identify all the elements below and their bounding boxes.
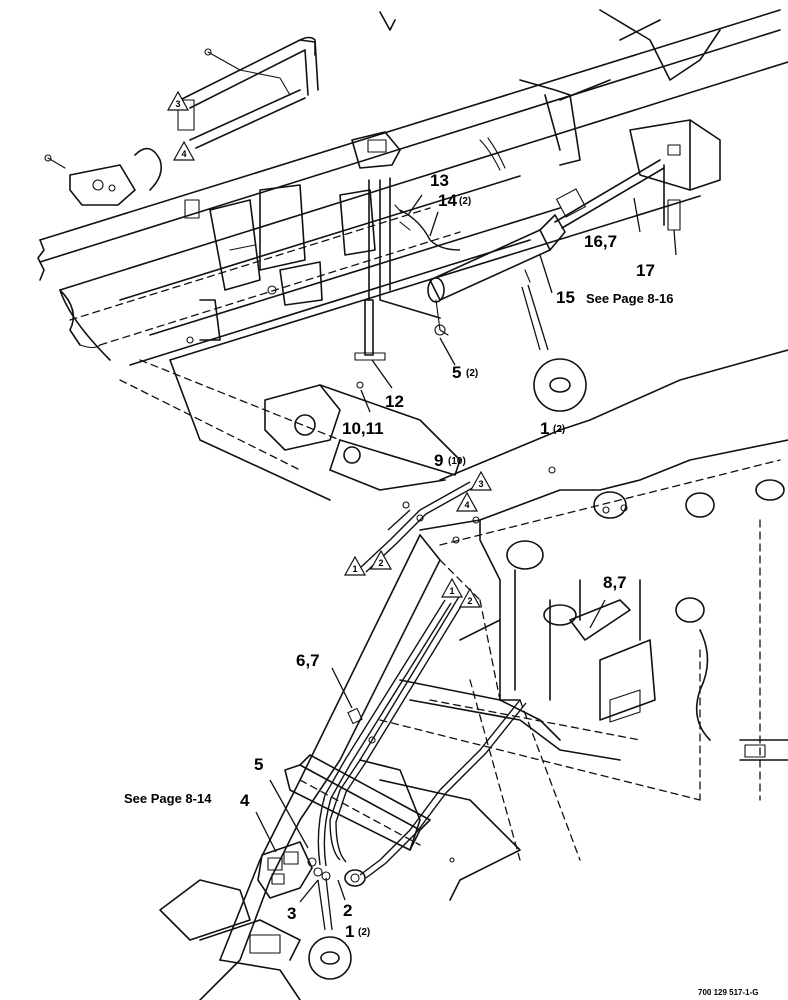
svg-text:4: 4 xyxy=(464,500,469,510)
control-valve-icon xyxy=(257,841,331,899)
callout-4-reference: See Page 8-14 xyxy=(124,791,212,806)
svg-text:1: 1 xyxy=(352,564,357,574)
hose-marker-low-2: 2 xyxy=(458,587,482,608)
svg-text:3: 3 xyxy=(175,99,180,109)
callout-1-upper-qty: (2) xyxy=(553,424,565,435)
detail-circle-icon xyxy=(533,358,587,412)
callout-14-qty: (2) xyxy=(459,196,471,207)
callout-17: 17 xyxy=(636,261,655,280)
callout-10-11: 10,11 xyxy=(342,419,384,438)
svg-text:4: 4 xyxy=(181,149,186,159)
hose-marker-low-1: 1 xyxy=(440,577,464,598)
hose-marker-top-4: 4 xyxy=(172,140,196,161)
callout-3-lower: 3 xyxy=(287,904,296,923)
hydraulic-cylinder-icon xyxy=(427,159,665,336)
callout-1-lower-qty: (2) xyxy=(358,927,370,938)
callout-9: 9 xyxy=(434,451,443,470)
hose-marker-mid-2: 2 xyxy=(369,549,393,570)
callout-1-lower: 1 xyxy=(345,922,354,941)
callout-8-7: 8,7 xyxy=(603,573,627,592)
callout-15: 15 xyxy=(556,288,575,307)
callout-1-upper: 1 xyxy=(540,419,549,438)
hose-marker-mid-3: 3 xyxy=(469,470,493,491)
callout-15-reference: See Page 8-16 xyxy=(586,291,673,306)
detail-circle-icon xyxy=(308,936,352,980)
svg-text:2: 2 xyxy=(467,596,472,606)
hose-marker-mid-1: 1 xyxy=(343,555,367,576)
callout-9-qty: (10) xyxy=(448,456,466,467)
callout-5-upper-qty: (2) xyxy=(466,368,478,379)
hose-marker-top-3: 3 xyxy=(166,90,190,111)
callout-2-lower: 2 xyxy=(343,901,352,920)
callout-6-7: 6,7 xyxy=(296,651,320,670)
lower-assembly xyxy=(159,349,788,1000)
drawing-number: 700 129 517-1-G xyxy=(698,988,759,997)
callout-13: 13 xyxy=(430,171,449,190)
svg-text:3: 3 xyxy=(478,479,483,489)
callout-5-lower: 5 xyxy=(254,755,263,774)
callout-14: 14 xyxy=(438,191,457,210)
callout-4-lower: 4 xyxy=(240,791,250,810)
svg-text:1: 1 xyxy=(449,586,454,596)
svg-text:2: 2 xyxy=(378,558,383,568)
upper-assembly xyxy=(37,9,788,501)
callout-5-upper: 5 xyxy=(452,363,461,382)
hose-marker-mid-4: 4 xyxy=(455,491,479,512)
callout-16-7: 16,7 xyxy=(584,232,617,251)
callout-12: 12 xyxy=(385,392,404,411)
